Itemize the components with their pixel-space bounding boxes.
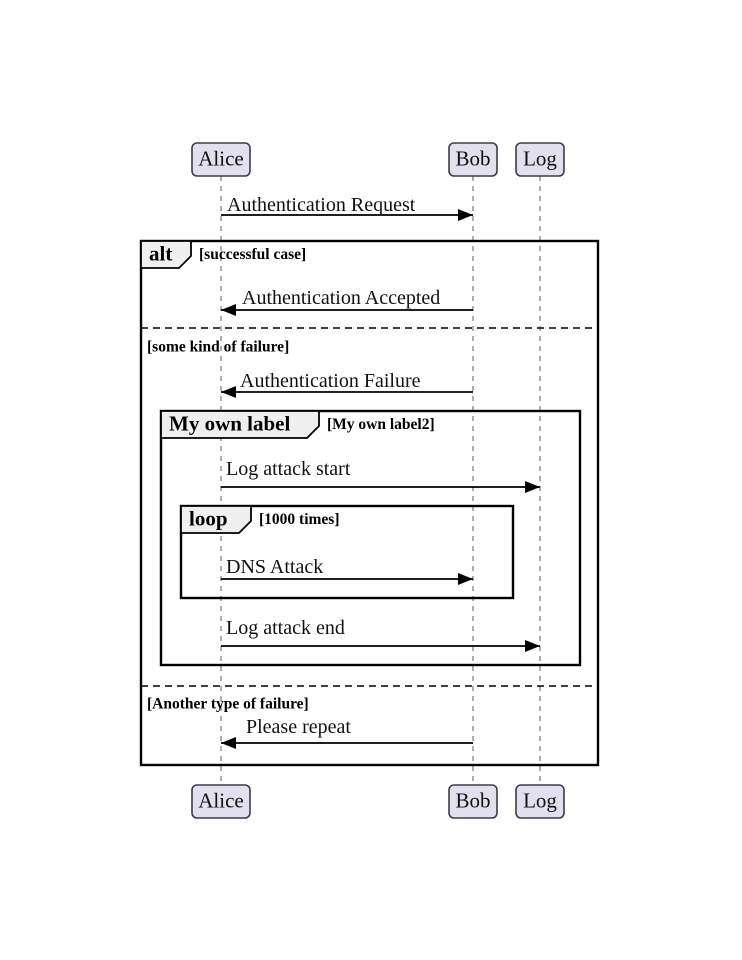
message-label: Please repeat	[246, 716, 351, 738]
fragment-guard-label: [Another type of failure]	[147, 696, 309, 713]
fragment-alt-main: [some kind of failure] [Another type of f…	[139, 239, 600, 767]
message-m6: Log attack end	[221, 617, 540, 652]
fragment-guard-label: [1000 times]	[259, 511, 340, 528]
participant-alice-bottom[interactable]: Alice	[191, 784, 251, 819]
message-m4: Log attack start	[221, 458, 540, 493]
fragment-loop-1000: loop [1000 times]	[179, 504, 515, 600]
message-label: Authentication Accepted	[242, 287, 440, 309]
fragment-guard-label: [My own label2]	[327, 416, 435, 433]
participant-bob-bottom[interactable]: Bob	[448, 784, 498, 819]
participant-log-bottom[interactable]: Log	[515, 784, 565, 819]
participant-box-shape[interactable]	[515, 784, 565, 819]
participant-name-label: Log	[523, 788, 557, 812]
message-arrowhead	[221, 304, 236, 316]
fragment-operator-label: alt	[149, 241, 172, 265]
participant-name-label: Bob	[455, 146, 490, 170]
fragment-operator-label: My own label	[169, 411, 291, 435]
participant-log-top[interactable]: Log	[515, 142, 565, 177]
participant-name-label: Log	[523, 146, 557, 170]
message-label: Log attack end	[226, 617, 345, 639]
fragment-operator-tab	[160, 410, 320, 439]
message-arrowhead	[458, 573, 473, 585]
participant-name-label: Alice	[198, 146, 243, 170]
fragment-frames-layer: [some kind of failure] [Another type of f…	[139, 239, 600, 767]
participant-box-shape[interactable]	[448, 784, 498, 819]
participant-name-label: Alice	[198, 788, 243, 812]
fragment-operator-tab	[180, 505, 252, 534]
message-m1: Authentication Request	[221, 194, 473, 221]
participant-box-shape[interactable]	[191, 784, 251, 819]
message-arrowhead	[525, 640, 540, 652]
participant-box-shape[interactable]	[191, 142, 251, 177]
message-label: Log attack start	[226, 458, 351, 480]
message-m7: Please repeat	[221, 716, 473, 749]
participant-alice-top[interactable]: Alice	[191, 142, 251, 177]
fragment-guard-label: [successful case]	[199, 246, 306, 263]
message-label: DNS Attack	[226, 556, 323, 578]
lifelines-layer	[220, 176, 541, 785]
fragment-guard-label: [some kind of failure]	[147, 339, 289, 356]
message-label: Authentication Failure	[240, 370, 421, 392]
message-m5: DNS Attack	[221, 556, 473, 585]
message-arrowhead	[458, 209, 473, 221]
fragment-border	[159, 409, 582, 667]
participant-box-shape[interactable]	[515, 142, 565, 177]
message-label: Authentication Request	[227, 194, 416, 216]
fragment-operator-label: loop	[189, 506, 228, 530]
participant-box-shape[interactable]	[448, 142, 498, 177]
fragment-my-own-label: My own label [My own label2]	[159, 409, 582, 667]
message-m3: Authentication Failure	[221, 370, 473, 398]
participant-bob-top[interactable]: Bob	[448, 142, 498, 177]
message-m2: Authentication Accepted	[221, 287, 473, 316]
fragment-operator-tab	[140, 240, 192, 269]
fragment-border	[179, 504, 515, 600]
message-arrowhead	[525, 481, 540, 493]
message-arrowhead	[221, 386, 236, 398]
message-arrowhead	[221, 737, 236, 749]
participant-name-label: Bob	[455, 788, 490, 812]
fragment-border	[139, 239, 600, 767]
